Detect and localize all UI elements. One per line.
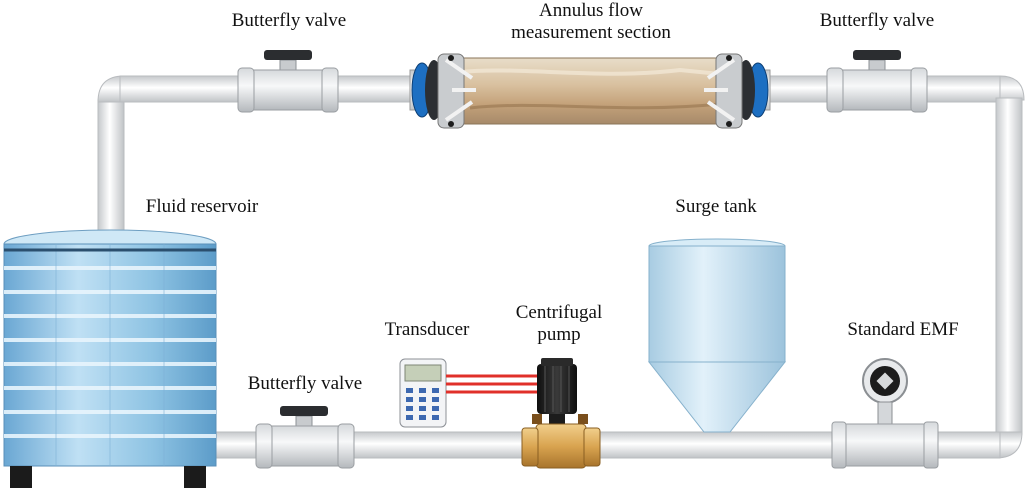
label-standard-emf: Standard EMF: [847, 319, 959, 340]
butterfly-valve-top-right: [826, 50, 928, 113]
annulus-measurement-section: [409, 53, 771, 129]
label-annulus-section: Annulus flow measurement section: [494, 0, 688, 44]
label-surge-tank: Surge tank: [675, 196, 757, 217]
emf-flowmeter: [831, 358, 939, 469]
signal-wires: [446, 374, 540, 394]
surge-tank: [647, 238, 787, 433]
label-annulus-line2: measurement section: [511, 22, 671, 43]
label-pump-line1: Centrifugal: [515, 302, 603, 323]
label-butterfly-valve-bottom: Butterfly valve: [247, 373, 363, 394]
fluid-reservoir: [3, 229, 217, 488]
label-butterfly-valve-top-right: Butterfly valve: [819, 10, 935, 31]
butterfly-valve-bottom: [255, 406, 355, 469]
centrifugal-pump: [521, 358, 601, 469]
butterfly-valve-top-left: [237, 50, 339, 113]
label-transducer: Transducer: [384, 319, 470, 340]
label-fluid-reservoir: Fluid reservoir: [145, 196, 259, 217]
label-centrifugal-pump: Centrifugal pump: [496, 302, 622, 346]
label-butterfly-valve-top-left: Butterfly valve: [231, 10, 347, 31]
label-annulus-line1: Annulus flow: [539, 0, 643, 21]
label-pump-line2: pump: [537, 324, 581, 345]
transducer-icon: [399, 358, 447, 428]
